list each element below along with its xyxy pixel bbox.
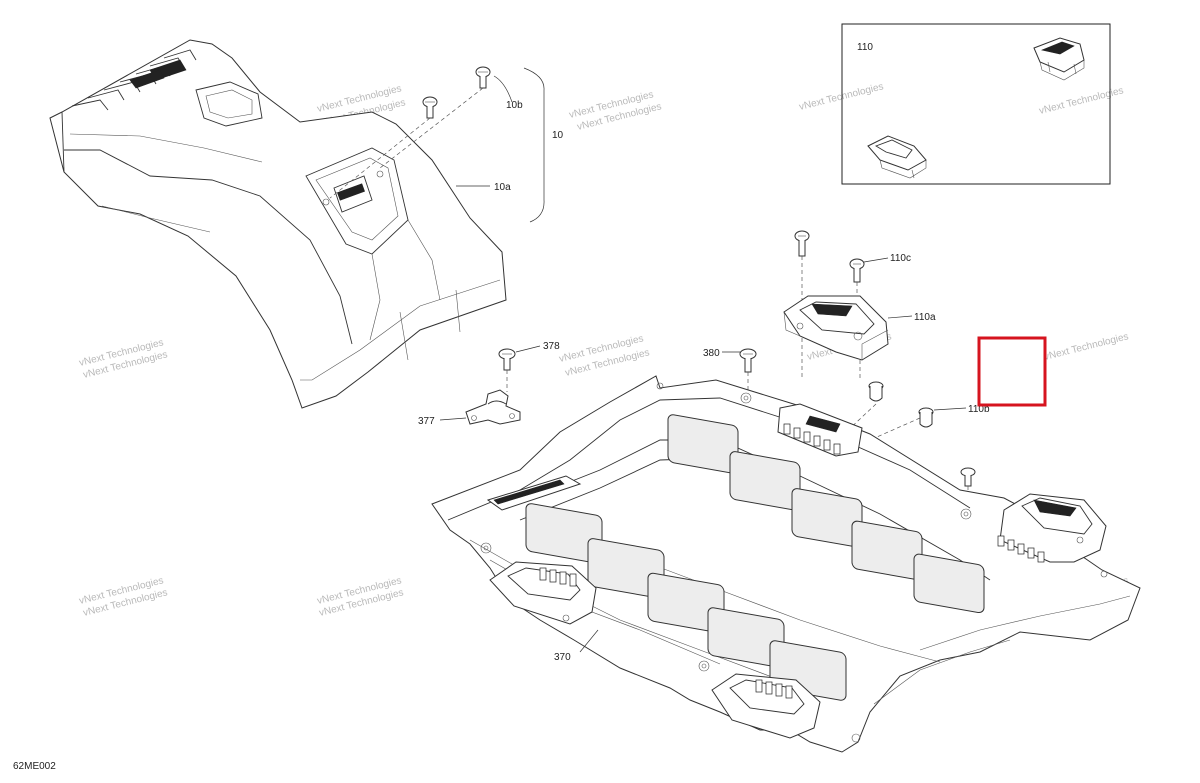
plate-handle-right <box>997 493 1107 563</box>
callout-110c: 110c <box>890 253 911 264</box>
diagram-code: 62ME002 <box>13 761 56 772</box>
watermark: vNext Technologies <box>798 81 885 113</box>
screw-378 <box>498 345 541 392</box>
inset-handle-bottom <box>867 135 927 179</box>
inset-110: 110 <box>841 23 1111 185</box>
callout-377: 377 <box>418 416 435 427</box>
handle-110a <box>783 295 913 380</box>
skid-plate-370 <box>431 375 1141 753</box>
fastener-10b <box>329 66 491 199</box>
inset-handle-top <box>1033 37 1085 81</box>
callout-10: 10 <box>552 130 564 141</box>
plate-handle-bottom <box>711 673 821 739</box>
nut-110b <box>845 381 967 441</box>
screw-380 <box>722 348 976 508</box>
callout-370: 370 <box>554 652 571 663</box>
bolt-110c <box>794 230 889 300</box>
plate-logo-vent <box>777 403 863 457</box>
plate-handle-left <box>489 561 597 625</box>
clip-377 <box>439 389 521 425</box>
watermark: vNext Technologies <box>1038 85 1125 117</box>
callout-380: 380 <box>703 348 720 359</box>
callout-110: 110 <box>857 42 873 53</box>
callout-110b: 110b <box>968 404 990 415</box>
inset-frame <box>841 23 1111 185</box>
callout-110a: 110a <box>914 312 936 323</box>
cover-fins <box>71 49 197 111</box>
callout-378: 378 <box>543 341 560 352</box>
part-10a-cover <box>49 39 507 409</box>
callout-10b: 10b <box>506 100 523 111</box>
highlight-box <box>977 336 1047 407</box>
callout-10a: 10a <box>494 182 511 193</box>
watermark: vNext Technologies <box>1043 331 1130 363</box>
